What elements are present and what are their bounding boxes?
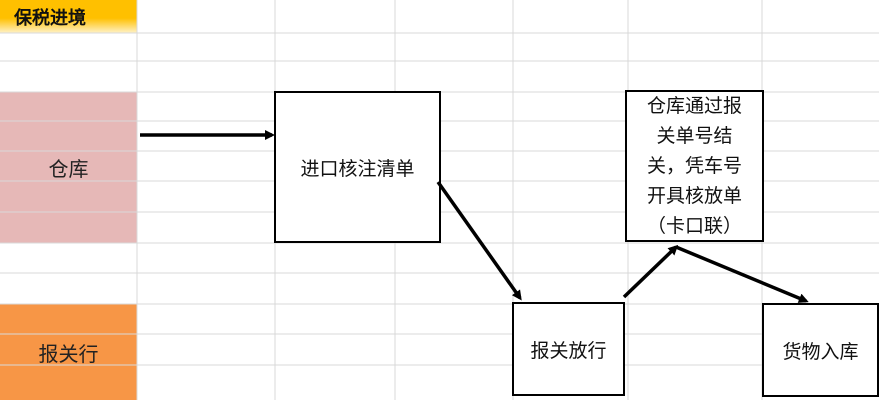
node-warehouse-release: 仓库通过报 关单号结 关，凭车号 开具核放单 （卡口联） [625,90,764,242]
node-warehouse-release-line-4: 开具核放单 [646,185,742,207]
warehouse-lane-fill [0,92,137,243]
node-warehouse-release-line-3: 关，凭车号 [646,155,742,177]
lane-label-warehouse: 仓库 [48,157,89,181]
node-warehouse-release-line-5: （卡口联） [646,215,742,237]
title-cell-fill [0,0,137,33]
node-customs-release: 报关放行 [512,302,625,396]
node-goods-in: 货物入库 [762,303,879,397]
lane-label-broker: 报关行 [38,341,99,366]
page-title: 保税进境 [14,7,86,29]
node-warehouse-release-line-1: 仓库通过报 [646,95,742,117]
broker-lane-fill [0,304,137,400]
node-warehouse-release-line-2: 关单号结 [656,125,733,147]
node-import-list: 进口核注清单 [274,91,441,243]
